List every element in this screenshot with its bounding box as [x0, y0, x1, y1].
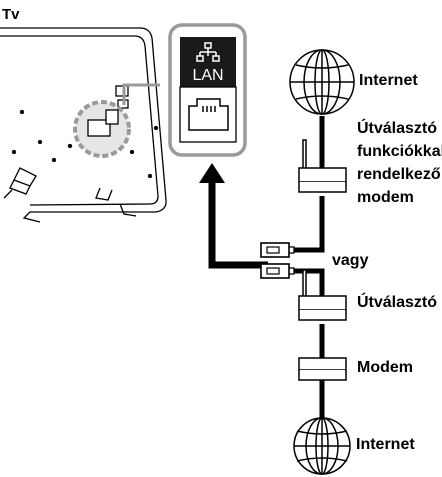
lan-cable — [199, 163, 268, 269]
tv-rear-view — [0, 27, 167, 223]
arrow-up — [199, 163, 225, 183]
internet-top-label: Internet — [359, 72, 418, 89]
tv-label: Tv — [2, 6, 20, 23]
lan-plug-icon — [260, 242, 295, 279]
or-label: vagy — [332, 252, 369, 269]
lan-port-panel — [168, 23, 247, 157]
ethernet-port-icon — [188, 98, 229, 131]
modem-label: Modem — [357, 359, 413, 376]
router-modem-icon — [298, 139, 347, 193]
globe-icon — [293, 417, 351, 475]
router-modem-label-2: funkciókkal — [357, 143, 442, 160]
router-modem-label-3: rendelkező — [357, 166, 441, 183]
modem-icon — [298, 357, 347, 381]
network-cables — [294, 116, 325, 420]
internet-bottom-label: Internet — [356, 436, 415, 453]
network-icon — [196, 42, 220, 62]
router-label: Útválasztó — [357, 294, 438, 311]
port-zoom-callout — [73, 83, 160, 158]
router-icon — [298, 269, 347, 321]
router-modem-label-1: Útválasztó — [357, 120, 438, 137]
router-modem-label-4: modem — [357, 189, 414, 206]
globe-icon — [289, 49, 355, 115]
lan-label: LAN — [192, 67, 223, 84]
